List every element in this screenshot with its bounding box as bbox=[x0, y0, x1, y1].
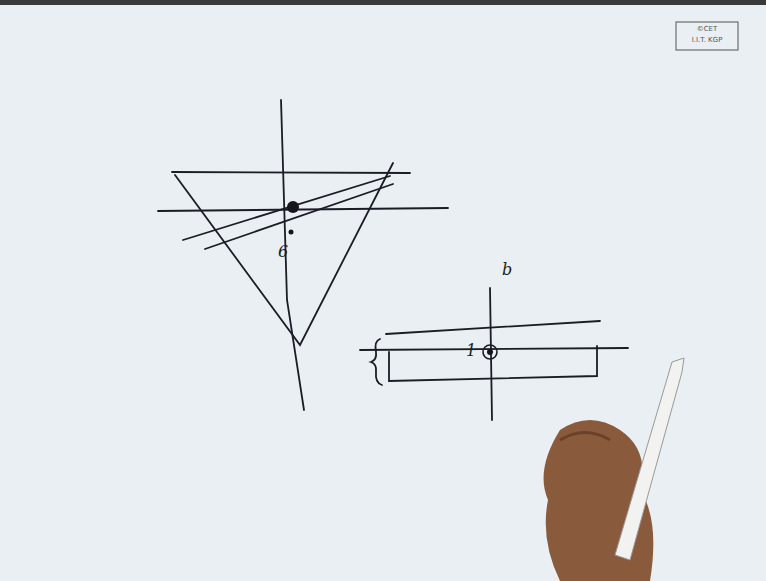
axis-label: b bbox=[502, 262, 512, 278]
watermark: ©CET bbox=[697, 26, 718, 33]
watermark-box bbox=[676, 22, 738, 50]
point-dot bbox=[289, 230, 294, 235]
centroid-dot bbox=[287, 201, 299, 213]
point-label: 6 bbox=[278, 244, 288, 260]
slanted-line bbox=[205, 184, 393, 249]
hand bbox=[544, 358, 684, 581]
brace bbox=[371, 339, 382, 385]
slanted-line bbox=[183, 176, 390, 240]
triangle-figure bbox=[158, 100, 448, 410]
frame-edge bbox=[0, 0, 766, 5]
section-figure bbox=[360, 288, 628, 420]
neutral-axis bbox=[360, 348, 628, 350]
watermark: I.I.T. KGP bbox=[692, 37, 723, 44]
section-bottom bbox=[389, 346, 597, 381]
neutral-axis bbox=[158, 208, 448, 211]
centroid-circle bbox=[483, 345, 497, 359]
point-label: 1 bbox=[466, 343, 476, 359]
triangle-sides bbox=[175, 163, 393, 345]
top-line bbox=[386, 321, 600, 334]
top-line bbox=[172, 172, 410, 173]
centroid-dot bbox=[487, 349, 493, 355]
